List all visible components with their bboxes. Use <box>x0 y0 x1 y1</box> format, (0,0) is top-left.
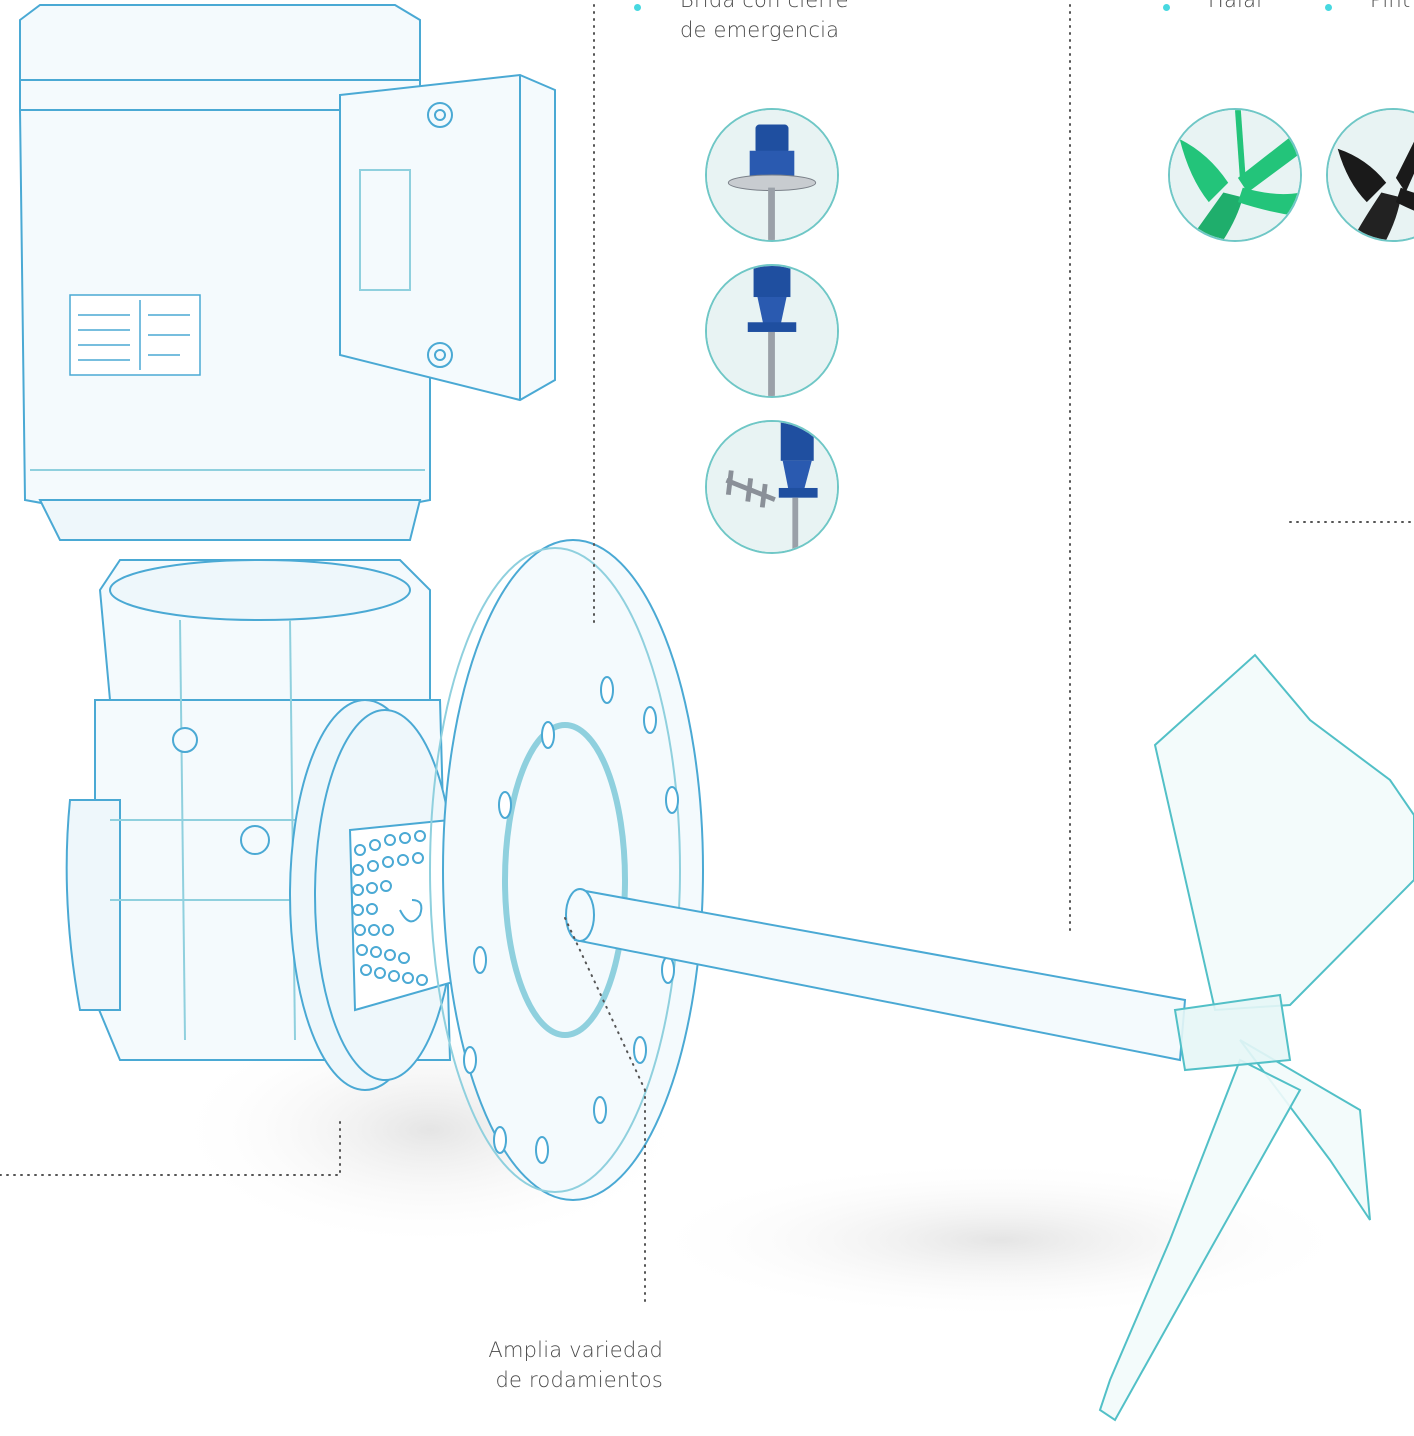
black-impeller-thumbnail-icon <box>1326 108 1414 242</box>
flange-bullet <box>634 4 641 11</box>
halar-bullet <box>1163 4 1170 11</box>
flange-thumbnail-3-icon <box>705 420 839 554</box>
motor <box>18 4 431 541</box>
mounting-flange <box>429 539 704 1201</box>
impeller <box>1098 653 1414 1422</box>
pint-bullet <box>1325 4 1332 11</box>
terminal-box <box>339 73 556 402</box>
option-pint-label: Pint <box>1370 0 1411 12</box>
shaft <box>565 888 1187 1062</box>
floor-shadow <box>640 1160 1360 1320</box>
flange-label-line2: de emergencia <box>680 18 840 42</box>
bearings-label-line1: Amplia variedad <box>488 1338 663 1362</box>
flange-thumbnail-1-icon <box>705 108 839 242</box>
bearings-label-line2: de rodamientos <box>495 1368 663 1392</box>
bearings-label: Amplia variedad de rodamientos <box>448 1336 663 1394</box>
callout-lines <box>0 4 1414 1306</box>
flange-label-line1: Brida con cierre <box>680 0 849 12</box>
green-impeller-thumbnail-icon <box>1168 108 1302 242</box>
flange-label: Brida con cierre de emergencia <box>680 0 849 44</box>
flange-thumbnail-2-icon <box>705 264 839 398</box>
nameplate <box>69 294 201 376</box>
option-halar-label: Halar <box>1208 0 1265 12</box>
bearing-housing <box>289 699 462 1091</box>
